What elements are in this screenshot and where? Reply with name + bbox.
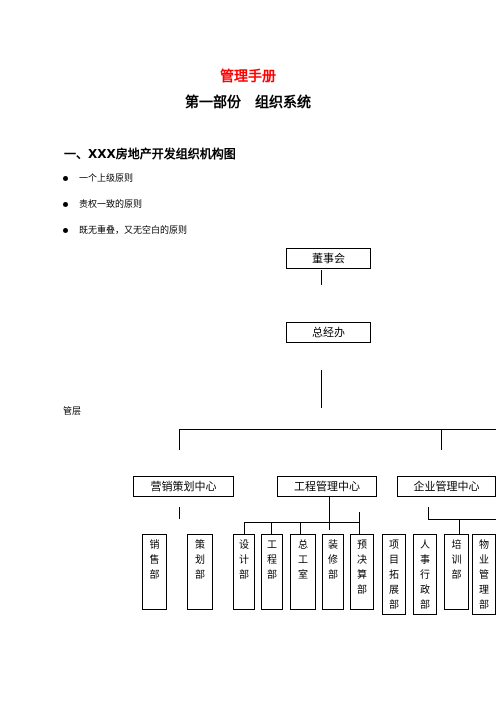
document-subtitle: 第一部份 组织系统 — [185, 95, 311, 111]
org-box-dept-planning: 策划部 — [187, 534, 213, 610]
org-box-dept-project-expansion: 项目拓展部 — [382, 534, 406, 615]
bullet-dot-icon — [63, 176, 68, 181]
org-box-center-marketing: 营销策划中心 — [133, 476, 234, 497]
bullet-item: 既无重叠，又无空白的原则 — [63, 223, 187, 236]
connector-line — [329, 497, 330, 530]
org-box-center-enterprise: 企业管理中心 — [397, 476, 496, 497]
connector-line — [244, 522, 245, 534]
bullet-text: 一个上级原则 — [79, 174, 134, 184]
connector-line — [179, 507, 180, 519]
org-box-dept-engineering: 工程部 — [261, 534, 283, 610]
org-box-dept-property-management: 物业管理部 — [472, 534, 496, 615]
org-box-general-office: 总经办 — [286, 322, 371, 343]
connector-line — [441, 429, 442, 450]
side-label: 管层 — [63, 407, 82, 417]
connector-line — [244, 522, 360, 523]
connector-line — [300, 522, 301, 534]
bullet-item: 责权一致的原则 — [63, 197, 142, 210]
connector-line — [428, 507, 429, 519]
section-heading: 一、XXX房地产开发组织机构图 — [64, 147, 236, 161]
bullet-dot-icon — [63, 228, 68, 233]
org-box-dept-hr-admin: 人事行政部 — [413, 534, 437, 615]
org-box-dept-budget: 预决算部 — [350, 534, 374, 610]
org-box-dept-decoration: 装修部 — [322, 534, 344, 610]
connector-line — [428, 519, 496, 520]
connector-line — [179, 429, 180, 450]
org-box-dept-chief-engineer: 总工室 — [290, 534, 316, 610]
org-box-dept-design: 设计部 — [233, 534, 255, 610]
bullet-dot-icon — [63, 202, 68, 207]
org-box-dept-training: 培训部 — [444, 534, 469, 610]
bullet-text: 责权一致的原则 — [79, 200, 143, 210]
connector-line — [321, 370, 322, 408]
connector-line — [321, 270, 322, 285]
connector-line — [271, 522, 272, 534]
connector-line — [359, 512, 360, 534]
bullet-text: 既无重叠，又无空白的原则 — [79, 226, 188, 236]
org-box-board: 董事会 — [286, 248, 371, 269]
connector-line — [179, 429, 496, 430]
org-box-dept-sales: 销售部 — [142, 534, 167, 610]
org-box-center-engineering: 工程管理中心 — [277, 476, 377, 497]
connector-line — [459, 519, 460, 534]
document-title: 管理手册 — [220, 69, 276, 85]
bullet-item: 一个上级原则 — [63, 171, 133, 184]
